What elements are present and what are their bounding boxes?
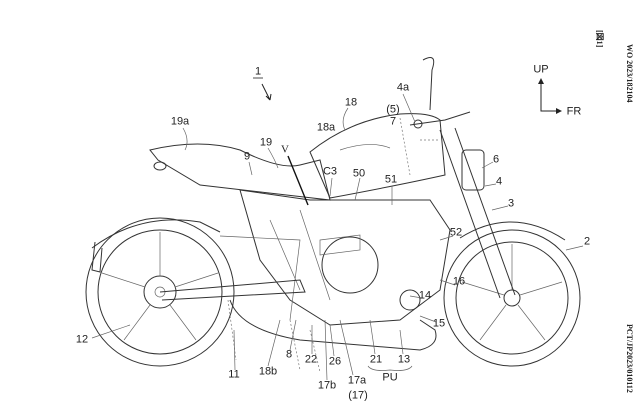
label-17b: 17b <box>317 379 337 392</box>
label-1: 1 <box>254 65 262 78</box>
view-arrow <box>287 155 309 206</box>
label-18b: 18b <box>258 365 278 378</box>
label-50: 50 <box>352 167 366 180</box>
label-16: 16 <box>452 275 466 288</box>
label-4: 4 <box>495 175 503 188</box>
figure-label: [図1] <box>595 30 604 48</box>
front-wheel <box>443 221 581 367</box>
label-2: 2 <box>583 235 591 248</box>
label-v: V <box>281 143 289 156</box>
seat <box>149 143 331 201</box>
label-3: 3 <box>507 197 515 210</box>
label-51: 51 <box>384 173 398 186</box>
mirror <box>422 57 435 111</box>
label-11: 11 <box>228 368 240 381</box>
label-5: (5) <box>386 103 400 116</box>
label-18: 18 <box>344 96 358 109</box>
label-15: 15 <box>432 317 446 330</box>
label-19: 19 <box>259 136 273 149</box>
label-12: 12 <box>75 333 89 346</box>
fuel-tank <box>309 113 446 199</box>
label-8: 8 <box>285 348 293 361</box>
label-17a: 17a <box>347 374 367 387</box>
exhaust <box>229 299 437 351</box>
swingarm <box>159 279 306 301</box>
label-pu: PU <box>382 371 398 384</box>
engine-frame <box>239 189 451 326</box>
direction-arrows <box>538 78 562 114</box>
label-c3: C3 <box>322 165 338 178</box>
label-21: 21 <box>369 353 383 366</box>
label-17: (17) <box>348 389 368 402</box>
label-13: 13 <box>397 353 411 366</box>
front-fork <box>439 127 516 299</box>
label-14: 14 <box>418 289 432 302</box>
publication-number: WO 2023/182104 <box>625 44 634 103</box>
label-6: 6 <box>492 153 500 166</box>
up-label: UP <box>533 63 549 76</box>
rear-fender <box>91 219 221 249</box>
label-18a: 18a <box>316 121 336 134</box>
label-26: 26 <box>328 355 342 368</box>
label-7: 7 <box>389 115 397 128</box>
label-4a: 4a <box>396 81 410 94</box>
label-19a: 19a <box>170 115 190 128</box>
label-22: 22 <box>304 353 318 366</box>
front-label: FR <box>566 105 582 118</box>
rear-wheel <box>85 217 235 367</box>
application-number: PCT/JP2023/010112 <box>625 324 634 393</box>
label-52: 52 <box>449 226 463 239</box>
label-9: 9 <box>243 150 251 163</box>
